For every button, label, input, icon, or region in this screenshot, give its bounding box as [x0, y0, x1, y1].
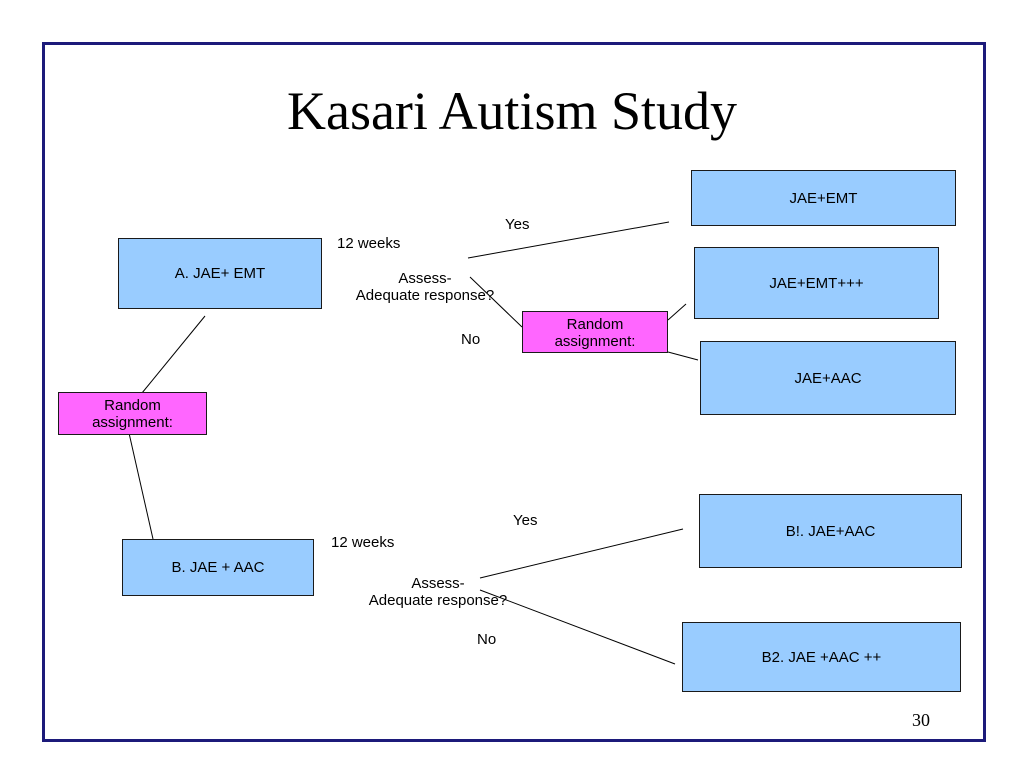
bottom-no-label: No	[477, 631, 497, 648]
random-assignment-box-left: Random assignment:	[58, 392, 207, 435]
top-no-label: No	[461, 331, 481, 348]
assess-line2: Adequate response?	[355, 287, 495, 304]
random-assignment-line1: Random	[566, 316, 624, 333]
box-b-jae-aac: B. JAE + AAC	[122, 539, 314, 596]
assess-line1: Assess-	[411, 575, 465, 592]
connector-a-to-random	[141, 315, 206, 394]
top-weeks-label: 12 weeks	[337, 235, 401, 252]
connector-no-bottom	[479, 589, 676, 665]
slide-frame	[42, 42, 986, 742]
assess-line2: Adequate response?	[368, 592, 508, 609]
box-b2-jae-aac-plus: B2. JAE +AAC ++	[682, 622, 961, 692]
assess-line1: Assess-	[398, 270, 452, 287]
connector-random2-to-emtplus	[667, 303, 687, 321]
top-assess-label: Assess- Adequate response?	[340, 270, 510, 304]
box-jae-emt: JAE+EMT	[691, 170, 956, 226]
bottom-weeks-label: 12 weeks	[331, 534, 395, 551]
page-number: 30	[912, 710, 930, 730]
box-jae-emt-plus: JAE+EMT+++	[694, 247, 939, 319]
top-yes-label: Yes	[505, 216, 530, 233]
bottom-assess-label: Assess- Adequate response?	[353, 575, 523, 609]
connector-random-to-b	[128, 432, 154, 540]
connector-random2-to-aac	[667, 351, 699, 361]
slide-title: Kasari Autism Study	[286, 81, 737, 141]
random-assignment-line1: Random	[104, 397, 161, 414]
random-assignment-line2: assignment:	[554, 333, 636, 350]
random-assignment-line2: assignment:	[92, 414, 173, 431]
box-a-jae-emt: A. JAE+ EMT	[118, 238, 322, 309]
bottom-yes-label: Yes	[513, 512, 538, 529]
connector-yes-top	[467, 221, 670, 259]
box-b1-jae-aac: B!. JAE+AAC	[699, 494, 962, 568]
connector-yes-bottom	[479, 528, 684, 579]
random-assignment-box-right: Random assignment:	[522, 311, 668, 353]
box-jae-aac: JAE+AAC	[700, 341, 956, 415]
connector-assess-to-random2	[469, 276, 523, 328]
